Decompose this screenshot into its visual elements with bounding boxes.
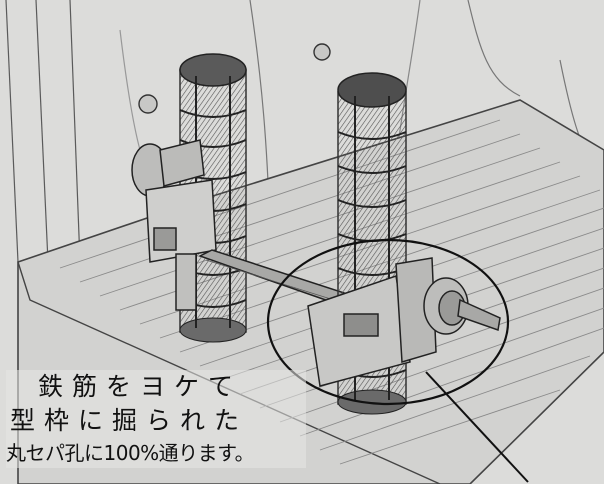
separator-assembly-left (131, 139, 217, 311)
wall-holes (138, 43, 331, 114)
highlight-circle (266, 238, 510, 406)
caption-block: 鉄筋をヨケて 型枠に掘られた 丸セパ孔に100%通ります。 (6, 370, 306, 468)
caption-line-2: 型枠に掘られた (10, 406, 249, 435)
caption-line-1: 鉄筋をヨケて (38, 372, 243, 401)
pointer-line (425, 371, 529, 483)
caption-line-3: 丸セパ孔に100%通ります。 (6, 441, 255, 465)
separator-assembly-right (307, 257, 501, 387)
